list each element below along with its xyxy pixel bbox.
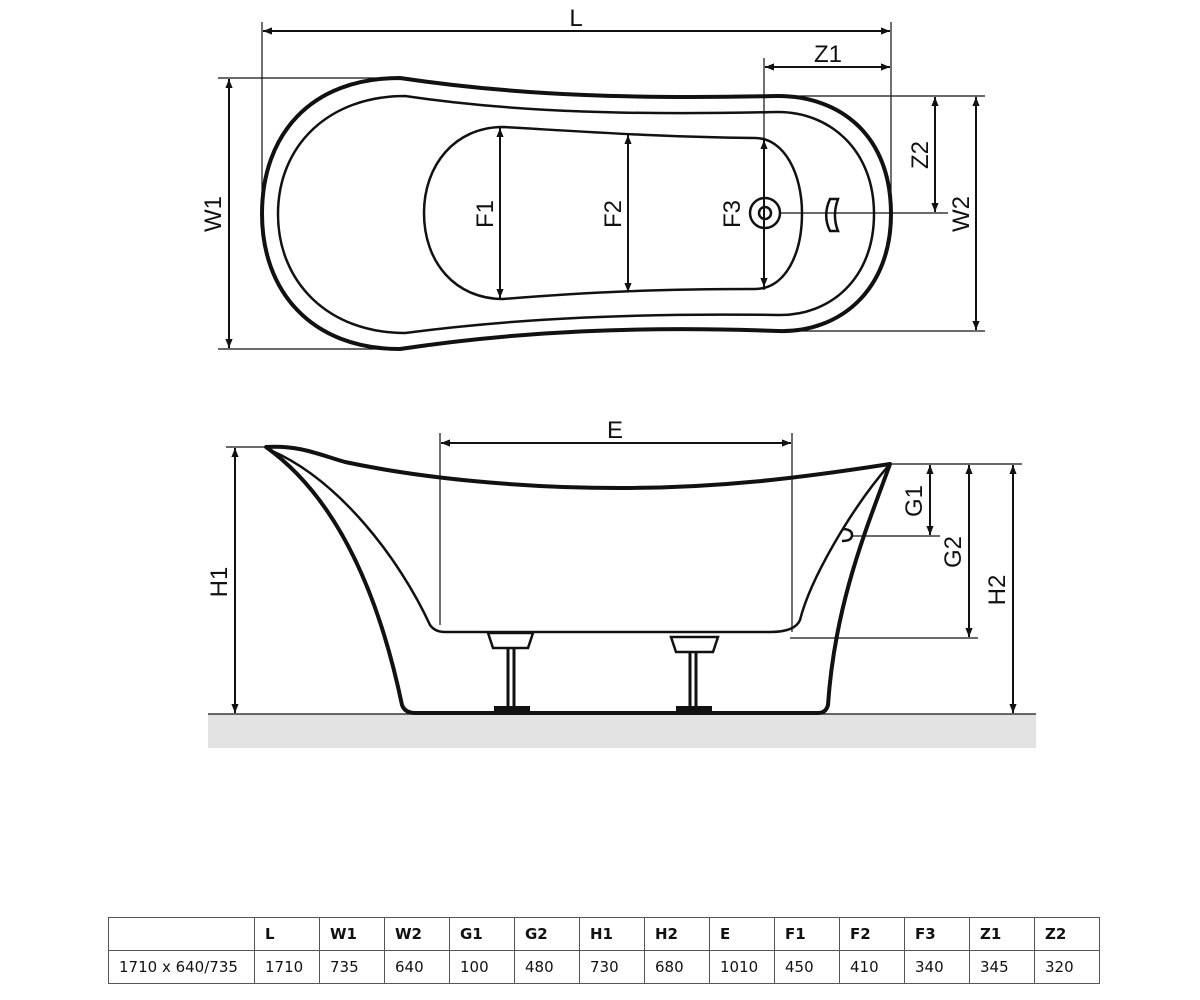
overflow-icon [825,197,840,233]
tub-inner-rim [276,94,876,335]
tub-inner-line [269,448,891,634]
table-header-cell: W1 [319,917,385,951]
table-cell: 735 [319,950,385,984]
table-cell: 730 [579,950,645,984]
table-header-cell: Z1 [969,917,1035,951]
table-header-cell: Z2 [1034,917,1100,951]
label-G2: G2 [940,536,967,568]
tub-side-outline [264,444,892,715]
label-Z1: Z1 [814,41,842,68]
table-header-cell: L [254,917,320,951]
table-cell: 450 [774,950,840,984]
label-F3: F3 [719,200,746,228]
table-cell: 340 [904,950,970,984]
label-Z2: Z2 [907,141,934,169]
table-row: 1710 x 640/735 1710 735 640 100 480 730 … [108,950,1100,984]
table-header-row: L W1 W2 G1 G2 H1 H2 E F1 F2 F3 Z1 Z2 [108,917,1100,951]
table-header-cell: F2 [839,917,905,951]
table-cell: 345 [969,950,1035,984]
table-header-cell: H1 [579,917,645,951]
table-cell: 100 [449,950,515,984]
overflow-side-icon [841,527,854,543]
label-E: E [607,417,623,444]
bathtub-technical-drawing: L Z1 W1 F1 F2 F3 Z2 W2 [200,5,1036,748]
table-cell: 410 [839,950,905,984]
label-H2: H2 [984,575,1011,606]
label-H1: H1 [206,567,233,598]
table-header-cell: W2 [384,917,450,951]
label-F1: F1 [472,200,499,228]
table-cell: 680 [644,950,710,984]
top-view: L Z1 W1 F1 F2 F3 Z2 W2 [200,5,985,351]
label-W2: W2 [948,196,975,232]
label-L: L [569,5,582,32]
floor [208,714,1036,748]
foot-right [669,635,720,714]
label-G1: G1 [901,485,928,517]
table-header-cell: G2 [514,917,580,951]
label-F2: F2 [600,200,627,228]
foot-left [486,631,535,714]
table-header-cell: F3 [904,917,970,951]
table-cell: 1710 [254,950,320,984]
table-header-cell: G1 [449,917,515,951]
table-cell: 480 [514,950,580,984]
table-cell: 640 [384,950,450,984]
table-header-cell: E [709,917,775,951]
tub-basin [422,125,804,301]
table-header-cell: F1 [774,917,840,951]
label-W1: W1 [200,196,227,232]
dimension-table: L W1 W2 G1 G2 H1 H2 E F1 F2 F3 Z1 Z2 171… [108,917,1100,984]
table-cell: 1710 x 640/735 [108,950,255,984]
table-header-cell [108,917,255,951]
tub-outer-rim [260,76,893,351]
table-header-cell: H2 [644,917,710,951]
side-view: E H1 G1 G2 H2 [206,417,1036,748]
table-cell: 320 [1034,950,1100,984]
table-cell: 1010 [709,950,775,984]
